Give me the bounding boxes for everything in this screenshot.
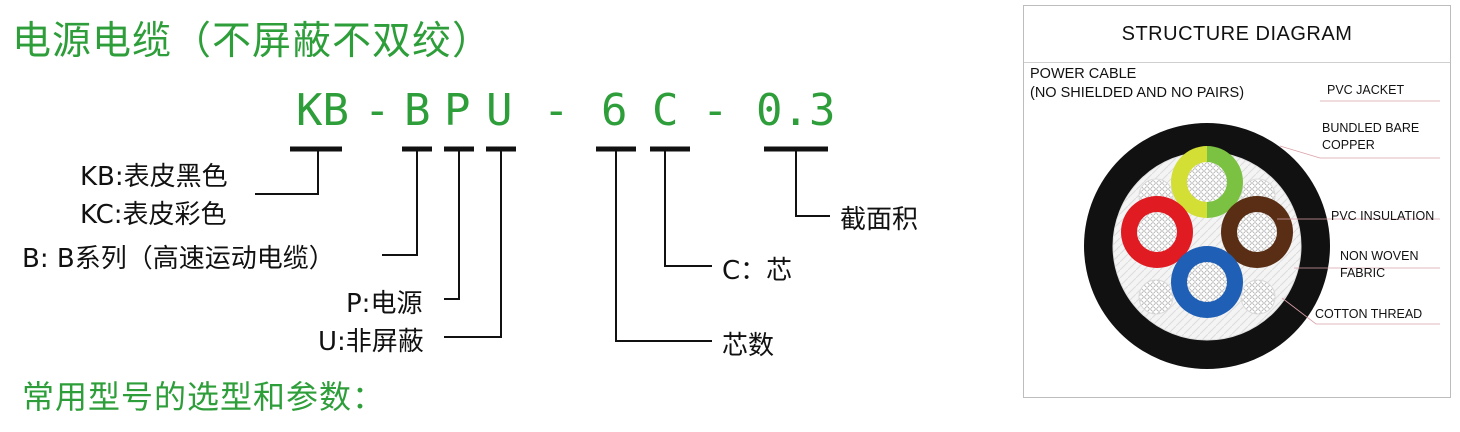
- label-kc-color-jacket: KC:表皮彩色: [80, 200, 227, 230]
- selection-subtitle: 常用型号的选型和参数：: [22, 378, 386, 416]
- part-label-bundled-bare-copper-1: BUNDLED BARE: [1322, 121, 1420, 135]
- core-brown: [1221, 196, 1293, 268]
- model-code-c: C: [652, 85, 679, 136]
- core-red: [1121, 196, 1193, 268]
- part-label-cotton-thread: COTTON THREAD: [1315, 307, 1423, 321]
- model-code-dash-1: -: [364, 85, 391, 136]
- label-p-power: P:电源: [346, 289, 423, 319]
- core-blue: [1171, 246, 1243, 318]
- model-code-six: 6: [601, 85, 628, 136]
- label-core-count: 芯数: [722, 331, 775, 361]
- structure-diagram-panel: STRUCTURE DIAGRAM POWER CABLE (NO SHIELD…: [1023, 5, 1451, 398]
- page-title: 电源电缆（不屏蔽不双绞）: [12, 19, 493, 64]
- cable-type-line-2: (NO SHIELDED AND NO PAIRS): [1030, 85, 1245, 101]
- connector-lines: [255, 146, 830, 342]
- model-code-p: P: [444, 85, 471, 136]
- core-yellow-green: [1171, 146, 1243, 218]
- leader-lines: [1277, 100, 1440, 325]
- cable-cross-section: [1084, 100, 1440, 369]
- label-c-core: C：芯: [722, 256, 793, 286]
- label-u-unshielded: U:非屏蔽: [318, 327, 424, 357]
- part-label-bundled-bare-copper-2: COPPER: [1322, 138, 1375, 152]
- model-code-kb: KB: [296, 85, 349, 136]
- label-kb-black-jacket: KB:表皮黑色: [80, 162, 228, 192]
- part-label-pvc-jacket: PVC JACKET: [1327, 83, 1405, 97]
- cable-type-line-1: POWER CABLE: [1030, 66, 1137, 82]
- part-label-non-woven-1: NON WOVEN: [1340, 249, 1419, 263]
- model-code-cross-section: 0.3: [756, 85, 836, 136]
- model-code-dash-3: -: [702, 85, 729, 136]
- label-b-series: B: B系列（高速运动电缆）: [22, 244, 335, 274]
- part-label-pvc-insulation: PVC INSULATION: [1331, 209, 1435, 223]
- part-label-non-woven-2: FABRIC: [1340, 266, 1386, 280]
- label-cross-section: 截面积: [840, 205, 919, 235]
- model-code-b: B: [404, 85, 431, 136]
- model-code-u: U: [486, 85, 513, 136]
- structure-diagram-title: STRUCTURE DIAGRAM: [1024, 6, 1450, 63]
- model-code-dash-2: -: [543, 85, 570, 136]
